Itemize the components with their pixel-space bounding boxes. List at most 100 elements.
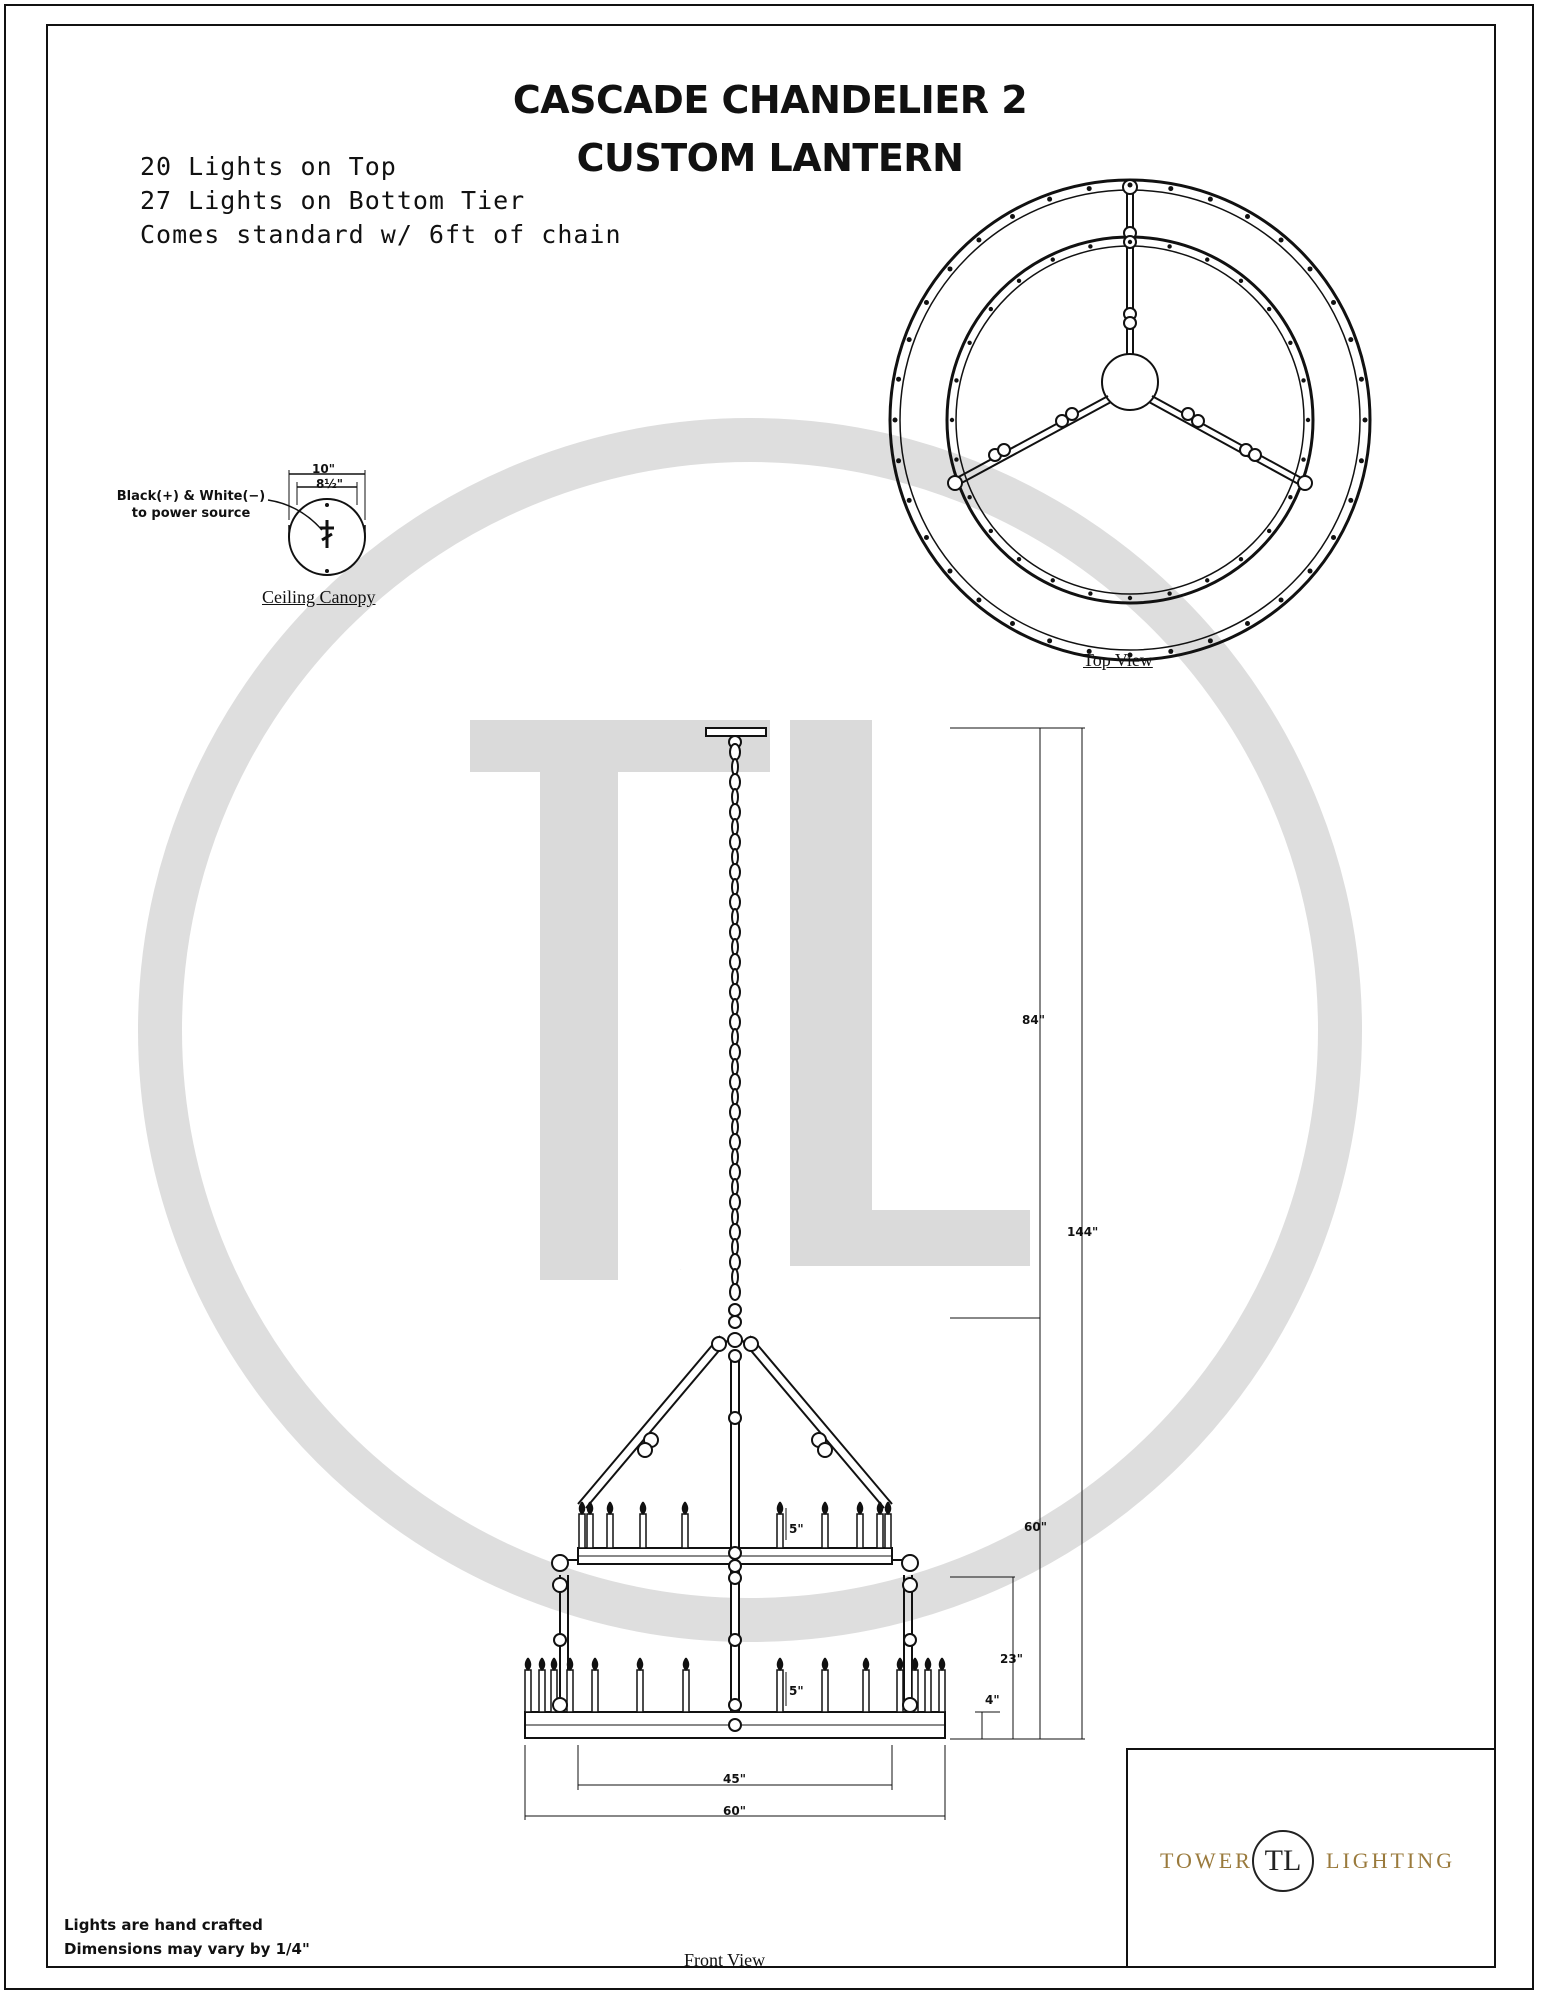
tower-lighting-logo: TOWER TL LIGHTING	[1150, 1830, 1480, 1894]
outer-rim-stud	[1086, 186, 1092, 192]
outer-rim-stud	[1331, 535, 1337, 540]
footer-notes: Lights are hand crafted Dimensions may v…	[64, 1913, 310, 1961]
candle	[821, 1501, 829, 1549]
chain-link	[729, 863, 741, 881]
dim-ring-height: 4"	[985, 1693, 1000, 1707]
inner-rim-stud	[949, 417, 955, 423]
outer-rim-stud	[906, 337, 912, 343]
inner-rim-stud	[1288, 495, 1293, 500]
candle	[821, 1657, 829, 1713]
chain-link	[731, 818, 739, 836]
outer-rim-stud	[1207, 196, 1213, 202]
chain-link	[731, 968, 739, 986]
inner-rim-stud	[1266, 528, 1272, 534]
chain-link	[731, 1178, 739, 1196]
chain-link	[729, 1193, 741, 1211]
candle	[578, 1501, 586, 1549]
inner-rim-stud	[1088, 244, 1093, 249]
candle	[566, 1657, 574, 1713]
inner-rim-stud	[967, 340, 972, 345]
inner-rim-stud	[1167, 244, 1172, 249]
candle	[911, 1657, 919, 1713]
candle	[876, 1501, 884, 1549]
candle	[896, 1657, 904, 1713]
candle	[776, 1657, 784, 1713]
title-block	[1126, 1748, 1496, 1968]
chain-link	[731, 938, 739, 956]
outer-rim-stud	[923, 535, 929, 540]
note-bottom-lights: 27 Lights on Bottom Tier	[140, 186, 526, 215]
outer-rim-stud	[1127, 652, 1133, 658]
inner-rim-stud	[1167, 591, 1172, 596]
outer-rim-stud	[1348, 337, 1354, 343]
chain-link	[729, 743, 741, 761]
drawing-border	[46, 24, 1496, 1968]
chain-link	[729, 773, 741, 791]
candle	[550, 1657, 558, 1713]
wire-label-line2: to power source	[131, 506, 251, 521]
logo-word-tower: TOWER	[1160, 1848, 1253, 1873]
outer-rim-stud	[976, 237, 982, 243]
candle	[586, 1501, 594, 1549]
chain-link	[731, 908, 739, 926]
canopy-dim-inner: 8½"	[316, 477, 344, 491]
chain-link	[729, 983, 741, 1001]
chain-link	[729, 1163, 741, 1181]
outer-rim-stud	[1047, 638, 1053, 644]
outer-rim-stud	[896, 376, 902, 382]
inner-rim-stud	[1016, 278, 1022, 284]
candle	[636, 1657, 644, 1713]
chain-link	[729, 1013, 741, 1031]
inner-rim-stud	[967, 495, 972, 500]
candle	[862, 1657, 870, 1713]
chain-link	[729, 1073, 741, 1091]
outer-rim-stud	[947, 568, 953, 574]
inner-rim-stud	[1016, 556, 1022, 562]
candle	[639, 1501, 647, 1549]
chain-link	[729, 1103, 741, 1121]
outer-rim-stud	[947, 266, 953, 272]
outer-rim-stud	[1086, 648, 1092, 654]
note-handcrafted: Lights are hand crafted	[64, 1916, 263, 1934]
candle	[682, 1657, 690, 1713]
dim-bottom-candle: 5"	[789, 1684, 804, 1698]
outer-rim-stud	[1358, 376, 1364, 382]
dim-lower-tier-height: 23"	[1000, 1652, 1023, 1666]
inner-rim-stud	[1238, 556, 1244, 562]
chain-link	[731, 998, 739, 1016]
chain-link	[729, 1253, 741, 1271]
candle	[856, 1501, 864, 1549]
outer-rim-stud	[976, 597, 982, 603]
inner-rim-stud	[988, 306, 994, 312]
dim-overall-height: 144"	[1067, 1225, 1099, 1239]
inner-rim-stud	[1050, 257, 1055, 262]
inner-rim-stud	[954, 457, 959, 462]
outer-rim-stud	[1307, 266, 1313, 272]
chain-link	[731, 758, 739, 776]
drawing-title: CASCADE CHANDELIER 2	[512, 78, 1028, 122]
candle	[938, 1657, 946, 1713]
inner-rim-stud	[954, 378, 959, 383]
outer-rim-stud	[1127, 182, 1133, 188]
chain-link	[729, 1043, 741, 1061]
logo-monogram: TL	[1252, 1830, 1314, 1892]
chain-link	[731, 1208, 739, 1226]
outer-rim-stud	[1362, 417, 1368, 423]
chain-link	[731, 848, 739, 866]
inner-rim-stud	[988, 528, 994, 534]
outer-rim-stud	[1245, 621, 1250, 627]
outer-rim-stud	[1207, 638, 1213, 644]
outer-rim-stud	[923, 300, 929, 305]
note-chain: Comes standard w/ 6ft of chain	[140, 220, 622, 249]
chain-link	[731, 788, 739, 806]
chain-link	[729, 953, 741, 971]
inner-rim-stud	[1127, 595, 1133, 601]
chain-link	[731, 1028, 739, 1046]
dim-body-height: 60"	[1024, 1520, 1047, 1534]
outer-rim-stud	[1278, 597, 1284, 603]
candle	[924, 1657, 932, 1713]
front-view-caption: Front View	[684, 1950, 766, 1970]
